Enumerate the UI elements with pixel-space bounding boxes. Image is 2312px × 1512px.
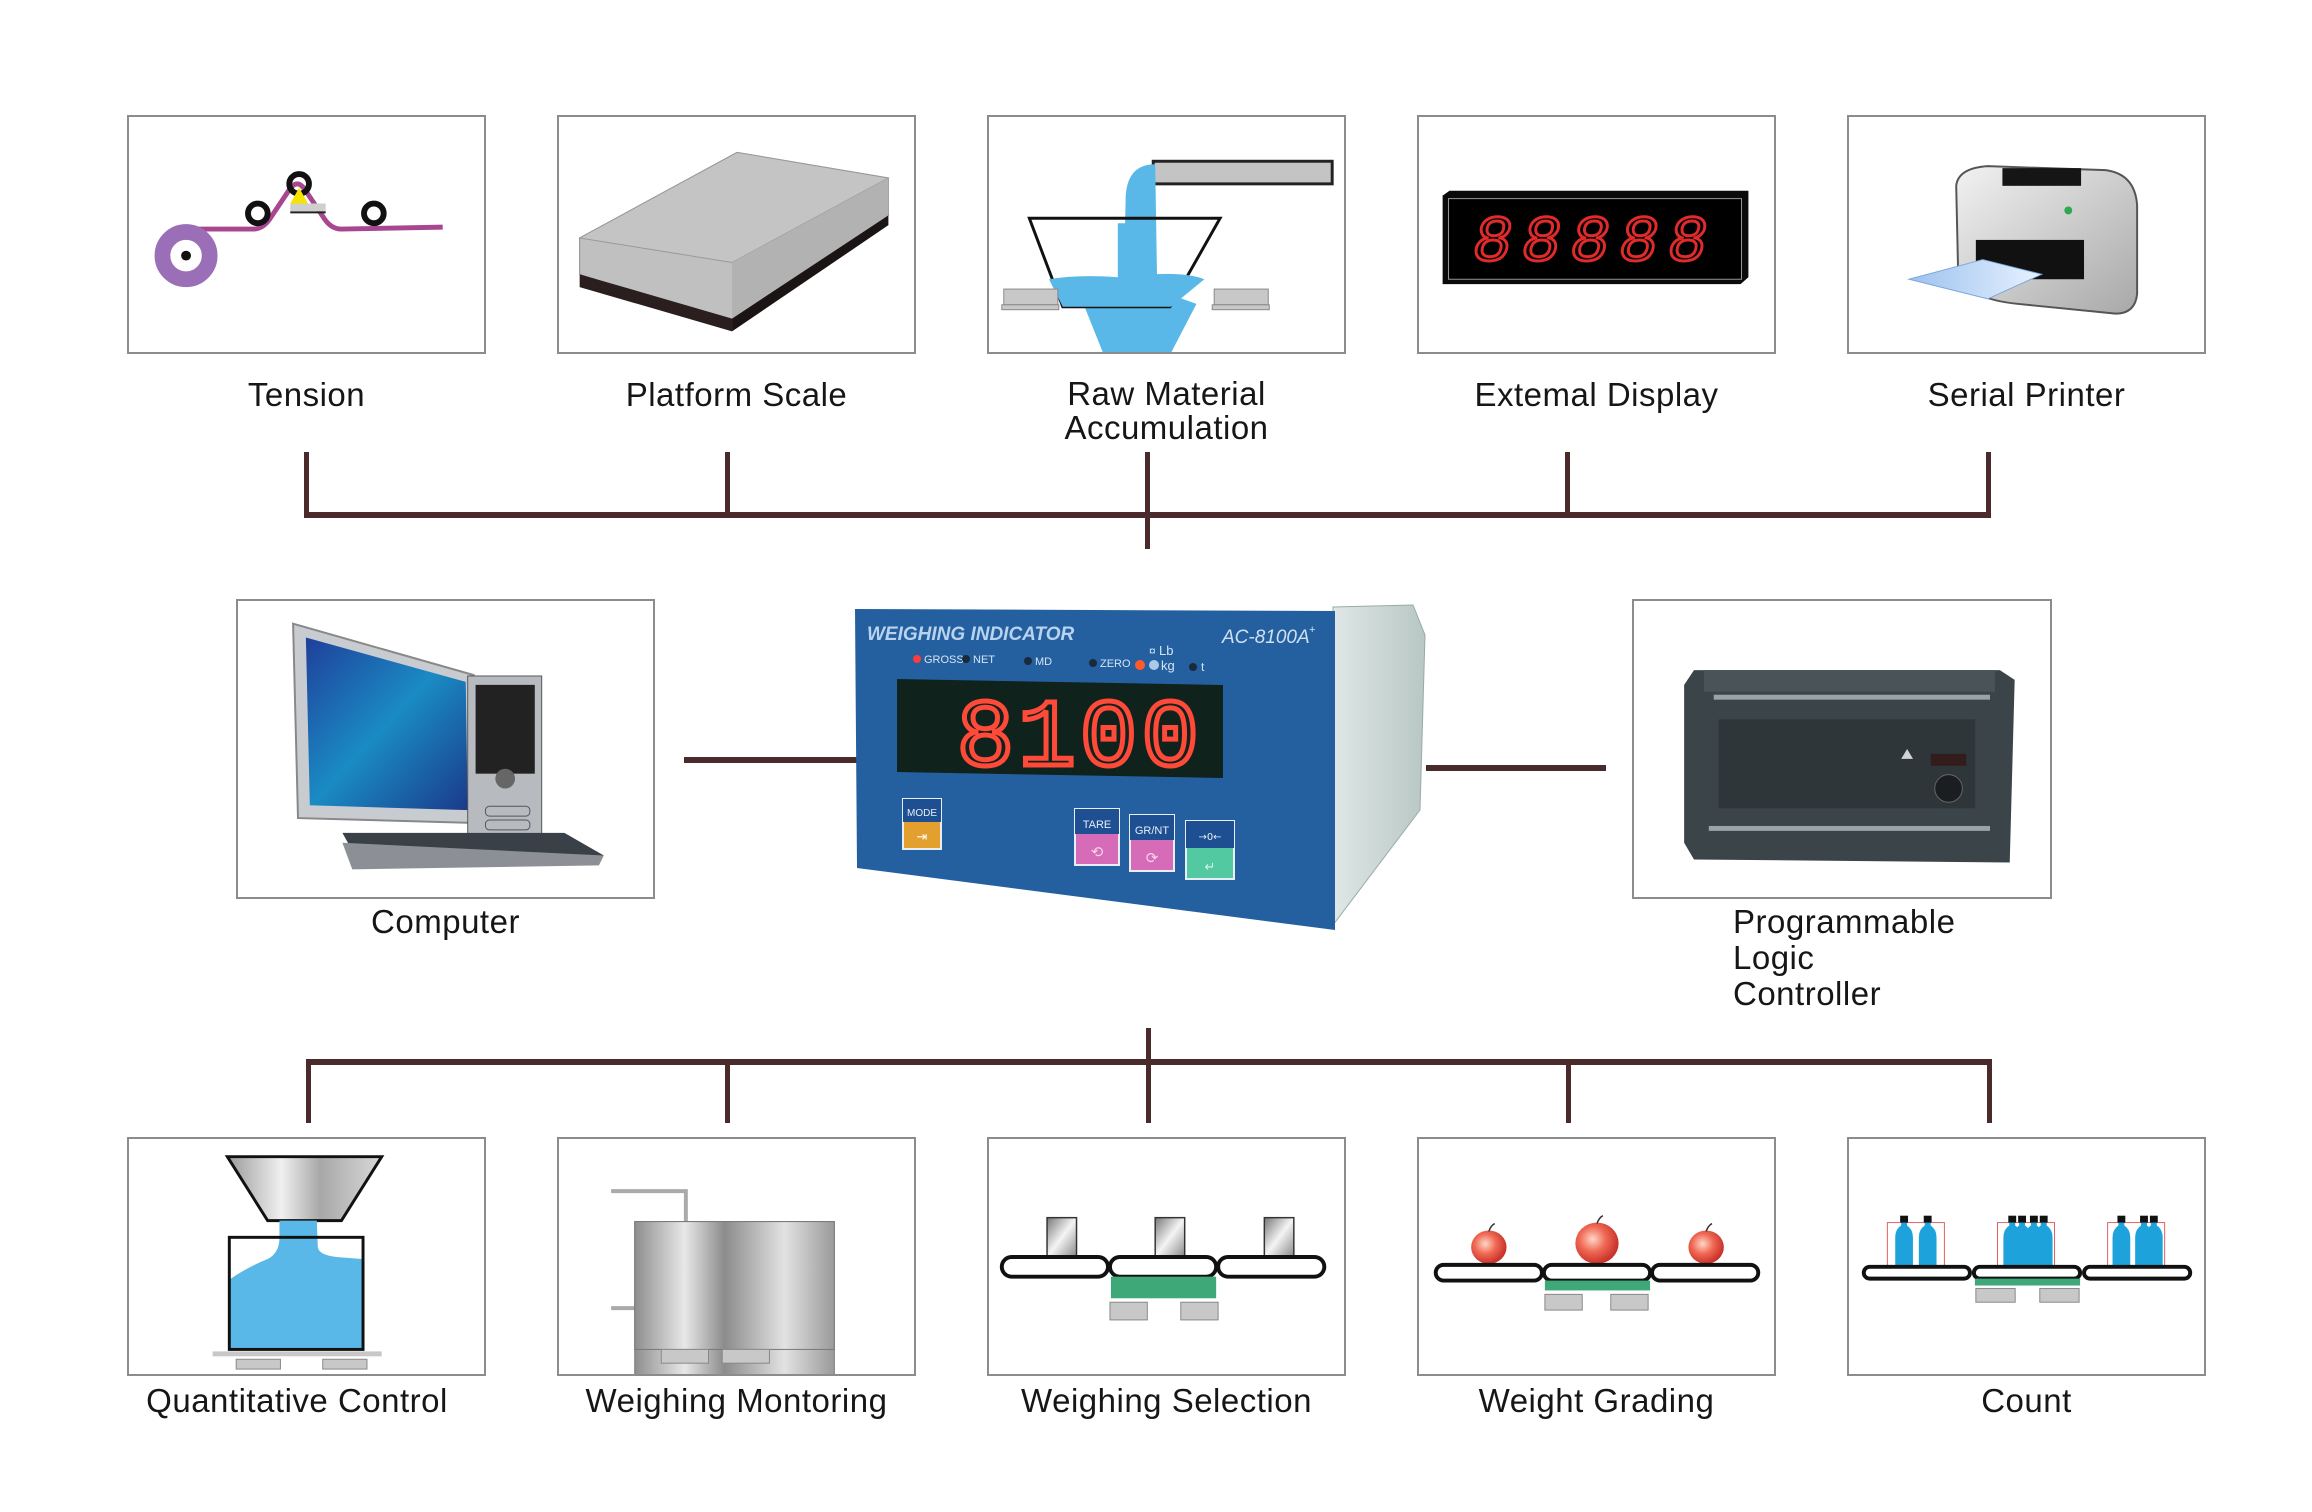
computer-label: Computer bbox=[371, 903, 520, 940]
weight-grading-box bbox=[1417, 1137, 1776, 1376]
plc-box bbox=[1632, 599, 2052, 899]
connector-quantitative-control bbox=[306, 1059, 311, 1123]
indicator-model-suffix: + bbox=[1309, 624, 1315, 636]
connector-indicator-down bbox=[1146, 1028, 1151, 1123]
led-net-label: NET bbox=[973, 654, 995, 666]
bottles bbox=[1895, 1219, 2163, 1267]
top-bus-horizontal bbox=[304, 512, 1991, 518]
raw-material-label-line2: Accumulation bbox=[1064, 409, 1269, 446]
raw-material-label-line1: Raw Material bbox=[1067, 375, 1266, 412]
enter-icon: ⇥ bbox=[917, 830, 928, 845]
connector-plc bbox=[1426, 765, 1606, 771]
weighing-monitoring-box bbox=[557, 1137, 916, 1376]
weighing-indicator-icon: WEIGHING INDICATOR AC-8100A + GROSS NET … bbox=[855, 604, 1426, 930]
key-tare-label: TARE bbox=[1083, 819, 1112, 831]
tension-box bbox=[127, 115, 486, 354]
unit-kg-label: kg bbox=[1161, 658, 1175, 673]
indicator-brand-text: WEIGHING INDICATOR bbox=[867, 624, 1075, 645]
key-gross-net-label: GR/NT bbox=[1135, 825, 1170, 837]
printer-icon bbox=[1907, 165, 2139, 315]
connector-serial-printer bbox=[1986, 452, 1991, 518]
weighing-monitoring-label: Weighing Montoring bbox=[585, 1382, 888, 1419]
led-net bbox=[962, 655, 970, 663]
connector-weight-grading bbox=[1566, 1059, 1571, 1123]
raw-material-hopper-icon bbox=[1001, 159, 1334, 352]
serial-printer-box bbox=[1847, 115, 2206, 354]
external-display-label: Extemal Display bbox=[1474, 376, 1719, 413]
key-mode-label: MODE bbox=[907, 808, 937, 819]
plc-label-line2: Logic bbox=[1733, 939, 1815, 976]
unit-lb-symbol: ¤ bbox=[1149, 644, 1156, 658]
tension-roller-icon bbox=[154, 171, 443, 288]
plc-label-line3: Controller bbox=[1733, 975, 1882, 1012]
connector-tension bbox=[304, 452, 309, 518]
connector-platform-scale bbox=[725, 452, 730, 518]
bottom-bus-horizontal bbox=[306, 1059, 1992, 1065]
platform-scale-label: Platform Scale bbox=[625, 376, 848, 413]
external-display-value: 88888 bbox=[1473, 208, 1717, 281]
connector-computer bbox=[684, 757, 863, 763]
quantitative-control-box bbox=[127, 1137, 486, 1376]
plc-icon bbox=[1684, 670, 2015, 863]
gross-net-icon: ⟳ bbox=[1146, 849, 1159, 867]
led-kg bbox=[1149, 660, 1159, 670]
quantitative-control-icon bbox=[212, 1155, 385, 1370]
count-label: Count bbox=[1981, 1382, 2072, 1419]
key-mode[interactable]: MODE ⇥ bbox=[902, 798, 942, 850]
led-t-label: t bbox=[1201, 660, 1205, 674]
weighing-indicator: WEIGHING INDICATOR AC-8100A + GROSS NET … bbox=[845, 595, 1435, 940]
key-gross-net[interactable]: GR/NT ⟳ bbox=[1129, 814, 1175, 872]
led-t bbox=[1189, 663, 1197, 671]
connector-weighing-monitoring bbox=[725, 1059, 730, 1123]
weighing-selection-label: Weighing Selection bbox=[1021, 1382, 1312, 1419]
tension-label: Tension bbox=[247, 376, 366, 413]
indicator-model: AC-8100A bbox=[1221, 627, 1310, 648]
unit-lb-label: Lb bbox=[1159, 643, 1173, 658]
serial-printer-label: Serial Printer bbox=[1927, 376, 2126, 413]
weighing-monitoring-tank-icon bbox=[611, 1189, 835, 1374]
led-gross-label: GROSS bbox=[924, 654, 964, 666]
indicator-reading: 8100 bbox=[957, 685, 1203, 794]
weighing-selection-conveyor-icon bbox=[999, 1216, 1327, 1321]
count-bottles-icon bbox=[1861, 1215, 2193, 1303]
led-zero bbox=[1089, 659, 1097, 667]
led-zero-label: ZERO bbox=[1100, 658, 1131, 670]
key-zero[interactable]: →0← ↵ bbox=[1185, 820, 1235, 880]
raw-material-box bbox=[987, 115, 1346, 354]
computer-icon bbox=[292, 622, 604, 870]
led-md bbox=[1024, 657, 1032, 665]
external-display-icon: 88888 bbox=[1442, 190, 1749, 285]
led-gross bbox=[913, 655, 921, 663]
platform-scale-icon bbox=[578, 151, 890, 332]
raw-material-label: Raw Material Accumulation bbox=[987, 377, 1346, 445]
weighing-selection-box bbox=[987, 1137, 1346, 1376]
connector-external-display bbox=[1565, 452, 1570, 518]
connector-raw-material bbox=[1145, 452, 1150, 549]
quantitative-control-label: Quantitative Control bbox=[146, 1382, 448, 1419]
led-md-label: MD bbox=[1035, 656, 1052, 668]
tare-icon: ⟲ bbox=[1091, 843, 1104, 861]
plc-label-line1: Programmable bbox=[1733, 903, 1956, 940]
external-display-box: 88888 bbox=[1417, 115, 1776, 354]
connector-count bbox=[1987, 1059, 1992, 1123]
platform-scale-box bbox=[557, 115, 916, 354]
plc-label: Programmable Logic Controller bbox=[1733, 904, 1955, 1012]
key-zero-label: →0← bbox=[1198, 832, 1221, 843]
weight-grading-apples-icon bbox=[1433, 1215, 1761, 1311]
computer-box bbox=[236, 599, 655, 899]
count-box bbox=[1847, 1137, 2206, 1376]
weight-grading-label: Weight Grading bbox=[1478, 1382, 1715, 1419]
return-icon: ↵ bbox=[1205, 860, 1216, 875]
led-lb bbox=[1135, 660, 1145, 670]
key-tare[interactable]: TARE ⟲ bbox=[1074, 808, 1120, 866]
